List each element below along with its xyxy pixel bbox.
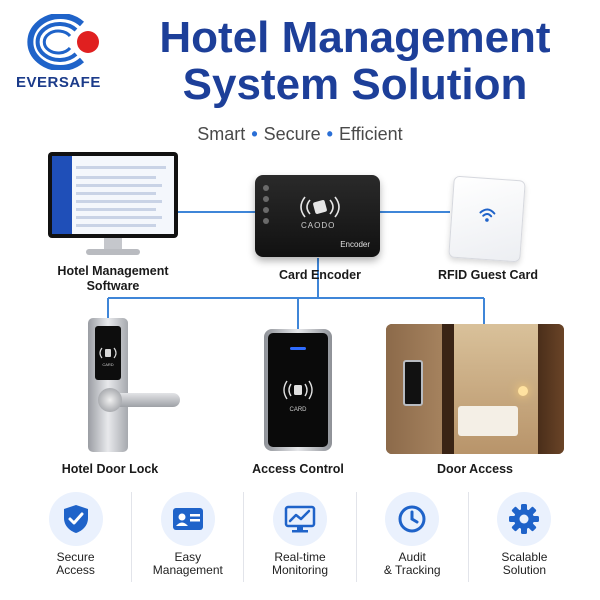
tagline-word: Efficient [338, 124, 403, 144]
doorlock-caption: Hotel Door Lock [61, 462, 159, 476]
bullet-icon: • [251, 124, 258, 144]
feature-line2: Access [56, 563, 95, 577]
dooraccess-caption: Door Access [437, 462, 513, 476]
feature-line2: Monitoring [271, 563, 329, 577]
card-encoder: CAODO Encoder [255, 175, 380, 257]
feature-line1: Real-time [274, 550, 326, 564]
bullet-icon: • [326, 124, 333, 144]
id-card-icon [172, 508, 203, 530]
shield-check-icon [63, 505, 88, 533]
feature-line2: Management [152, 563, 223, 577]
tagline: Smart•Secure•Efficient [0, 124, 600, 145]
access-panel-text: CARD [289, 407, 307, 413]
wall-reader-icon [403, 360, 423, 406]
tagline-word: Smart [197, 124, 246, 144]
page-title: Hotel Management System Solution [120, 14, 590, 108]
clock-icon [398, 505, 426, 533]
gear-icon [509, 504, 540, 534]
door-access-photo [386, 324, 564, 454]
feature-line2: Solution [502, 563, 547, 577]
rfid-caption: RFID Guest Card [437, 268, 538, 282]
access-control-reader: CARD [264, 329, 332, 451]
access-caption: Access Control [252, 462, 344, 476]
title-line-2: System Solution [182, 60, 528, 109]
software-caption-line2: Software [86, 279, 140, 293]
rfid-wave-icon [283, 380, 313, 400]
feature-audit-tracking: Audit& Tracking [355, 492, 468, 582]
wifi-icon [479, 208, 496, 222]
software-caption: Hotel Management Software [38, 264, 188, 294]
encoder-label: Encoder [340, 240, 370, 249]
encoder-brand: CAODO [301, 221, 336, 230]
rfid-wave-icon [300, 196, 340, 218]
management-software-monitor [48, 152, 178, 257]
monitor-chart-icon [284, 505, 316, 533]
brand-name: EVERSAFE [16, 74, 101, 91]
title-line-1: Hotel Management [159, 13, 551, 62]
rfid-wave-icon: CARD [99, 347, 117, 367]
hotel-door-lock: CARD [84, 318, 184, 453]
feature-line1: Scalable [501, 550, 548, 564]
feature-line1: Secure [56, 550, 95, 564]
rfid-guest-card [448, 175, 526, 263]
feature-line2: & Tracking [383, 563, 441, 577]
feature-line1: Easy [174, 550, 202, 564]
lock-panel-text: CARD [102, 362, 113, 367]
eversafe-logo: EVERSAFE [14, 12, 124, 92]
feature-line1: Audit [398, 550, 426, 564]
software-caption-line1: Hotel Management [57, 264, 169, 278]
logo-icon [27, 14, 99, 70]
tagline-word: Secure [263, 124, 321, 144]
encoder-caption: Card Encoder [279, 268, 361, 282]
